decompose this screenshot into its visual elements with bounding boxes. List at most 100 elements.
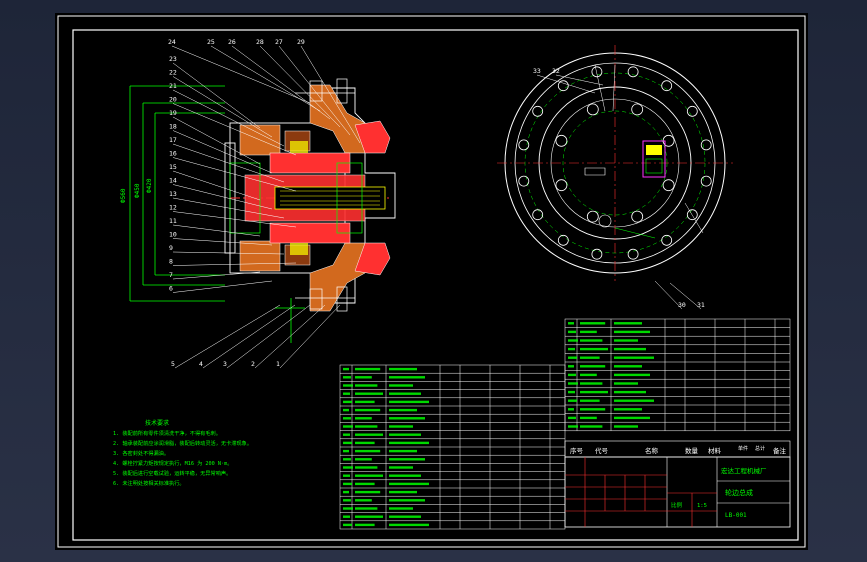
leader-left-13 — [172, 238, 273, 246]
bom-cell-text — [580, 399, 600, 402]
callout-left-1: 22 — [169, 69, 177, 77]
leader-left-9 — [172, 184, 273, 210]
bom-cell-text — [343, 466, 353, 469]
bom-cell-text — [389, 408, 417, 412]
drawing-name: 轮边总成 — [725, 488, 753, 497]
bom-cell-text — [580, 373, 597, 377]
title-block-grid — [565, 457, 717, 527]
svg-text:1. 装配前所有零件须清洗干净，不得有毛刺。: 1. 装配前所有零件须清洗干净，不得有毛刺。 — [113, 429, 221, 437]
bom-cell-text — [355, 515, 383, 518]
section-view: Ф560 Ф450 Ф420 — [120, 78, 396, 343]
callout-bottom-3: 2 — [251, 360, 255, 368]
callout-end-3: 31 — [697, 301, 705, 309]
outer-bolt-hole — [591, 248, 603, 260]
tech-requirements: 技术要求 1. 装配前所有零件须清洗干净，不得有毛刺。 2. 轴承装配前应涂润滑… — [113, 419, 252, 487]
callout-left-14: 9 — [169, 244, 173, 252]
bom-cell-text — [568, 356, 577, 359]
bom-cell-text — [580, 365, 606, 368]
outer-bolt-hole — [661, 234, 673, 246]
bom-cell-text — [389, 400, 429, 404]
scale-label: 比例 — [671, 501, 683, 509]
leader-left-4 — [172, 116, 261, 165]
bom-table-right — [564, 318, 791, 432]
callout-left-5: 18 — [169, 123, 177, 131]
end-view — [497, 45, 733, 281]
bom-cell-text — [389, 507, 413, 510]
leader-top-3 — [259, 45, 341, 128]
callout-top-0: 24 — [168, 38, 176, 46]
svg-text:2. 轴承装配前应涂润滑脂，装配后转动灵活，无卡滞现象。: 2. 轴承装配前应涂润滑脂，装配后转动灵活，无卡滞现象。 — [113, 439, 252, 447]
scale-value: 1:5 — [697, 503, 707, 509]
bom-cell-text — [389, 392, 421, 395]
drawing-number: LB-001 — [725, 512, 747, 519]
bom-cell-text — [355, 425, 378, 428]
svg-text:单件: 单件 — [738, 445, 748, 452]
bom-cell-text — [580, 390, 608, 394]
leader-left-8 — [172, 170, 261, 201]
bom-cell-text — [343, 449, 349, 453]
bom-cell-text — [343, 433, 350, 436]
leader-bottom-4 — [279, 304, 341, 369]
svg-text:名称: 名称 — [645, 446, 659, 455]
outer-bolt-hole — [557, 80, 569, 92]
leader-bottom-2 — [226, 304, 311, 369]
callout-top-5: 29 — [297, 38, 305, 46]
outer-bolt-hole — [591, 66, 603, 78]
inner-bolt-hole — [662, 179, 675, 192]
bom-cell-text — [343, 392, 350, 395]
bom-cell-text — [580, 425, 603, 428]
bom-cell-text — [355, 400, 375, 404]
bom-cell-text — [614, 382, 638, 385]
leader-bottom-3 — [254, 304, 326, 369]
bom-cell-text — [355, 384, 378, 387]
leader-top-1 — [210, 45, 321, 112]
bom-cell-text — [568, 339, 578, 342]
bom-cell-text — [580, 339, 603, 342]
inner-bolt-hole — [586, 103, 599, 116]
leader-top-4 — [278, 45, 351, 136]
bom-cell-text — [568, 425, 578, 428]
svg-text:序号: 序号 — [570, 446, 584, 455]
callout-top-2: 26 — [228, 38, 236, 46]
leader-bottom-1 — [202, 304, 296, 369]
bom-cell-text — [389, 482, 429, 486]
bom-text-marks — [343, 322, 654, 527]
bom-cell-text — [389, 417, 425, 420]
outer-bolt-hole — [518, 139, 530, 151]
bom-cell-text — [389, 490, 417, 494]
bom-cell-text — [355, 499, 372, 502]
bom-cell-text — [343, 474, 350, 477]
bom-cell-text — [568, 399, 577, 402]
bom-cell-text — [355, 408, 381, 412]
leader-left-12 — [172, 224, 261, 237]
bom-cell-text — [355, 449, 381, 453]
bom-cell-text — [355, 507, 378, 510]
bom-cell-text — [389, 499, 425, 502]
bom-cell-text — [343, 499, 351, 502]
bom-cell-text — [343, 458, 351, 461]
callout-left-6: 17 — [169, 136, 177, 144]
leader-left-0 — [172, 62, 261, 129]
bom-cell-text — [355, 458, 372, 461]
bom-cell-text — [614, 399, 654, 402]
bom-cell-text — [389, 433, 421, 436]
drawing-sheet: Ф560 Ф450 Ф420 — [55, 13, 808, 550]
bom-cell-text — [389, 425, 413, 428]
leader-left-15 — [172, 262, 297, 266]
bom-cell-text — [568, 365, 574, 368]
bom-cell-text — [389, 441, 429, 445]
callout-left-0: 23 — [169, 55, 177, 63]
bom-cell-text — [580, 416, 597, 420]
leader-left-17 — [172, 280, 273, 293]
title-block: 宏达工程机械厂 轮边总成 LB-001 比例 1:5 — [564, 456, 791, 528]
leader-top-2 — [231, 45, 331, 120]
outer-bolt-hole — [627, 66, 639, 78]
bom-cell-text — [614, 416, 650, 420]
leader-left-6 — [172, 143, 285, 183]
bom-cell-text — [614, 373, 650, 377]
callout-left-10: 13 — [169, 190, 177, 198]
bom-cell-text — [343, 515, 350, 518]
bom-cell-text — [614, 390, 646, 394]
